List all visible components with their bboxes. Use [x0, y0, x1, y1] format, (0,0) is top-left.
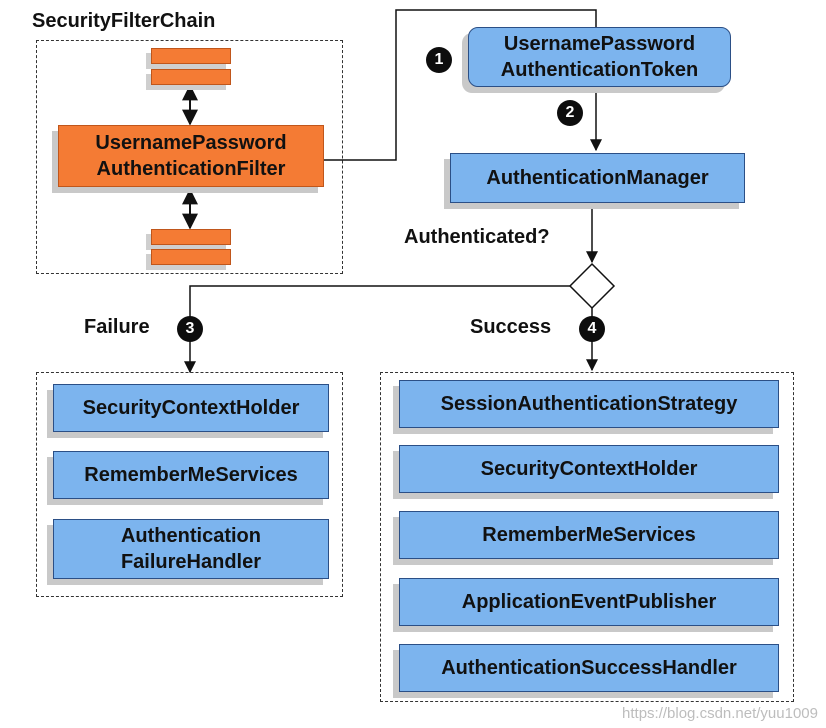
username-password-authentication-filter[interactable]: UsernamePassword AuthenticationFilter — [58, 125, 324, 187]
filter-label-line1: UsernamePassword — [95, 132, 287, 154]
failure-handler-line1: Authentication — [120, 525, 261, 547]
security-filter-chain-container — [36, 40, 343, 274]
token-label-line1: UsernamePassword — [503, 33, 696, 55]
chain-filter-bar — [151, 48, 231, 64]
step-badge-3: 3 — [177, 316, 203, 342]
step-badge-1: 1 — [426, 47, 452, 73]
failure-label: Failure — [84, 316, 150, 338]
authentication-manager[interactable]: AuthenticationManager — [450, 153, 745, 203]
success-item-label: SessionAuthenticationStrategy — [440, 393, 738, 415]
application-event-publisher[interactable]: ApplicationEventPublisher — [399, 578, 779, 626]
success-label: Success — [470, 316, 552, 338]
success-item-label: ApplicationEventPublisher — [461, 591, 717, 613]
decision-diamond — [568, 262, 616, 310]
session-authentication-strategy[interactable]: SessionAuthenticationStrategy — [399, 380, 779, 428]
success-remember-me-services[interactable]: RememberMeServices — [399, 511, 779, 559]
failure-item-label: SecurityContextHolder — [82, 397, 300, 419]
failure-item-label: RememberMeServices — [84, 464, 298, 486]
success-item-label: AuthenticationSuccessHandler — [441, 657, 737, 679]
success-item-label: RememberMeServices — [482, 524, 696, 546]
chain-filter-bar — [151, 229, 231, 245]
manager-label: AuthenticationManager — [486, 167, 709, 189]
failure-branch-line — [184, 285, 570, 374]
authentication-failure-handler[interactable]: Authentication FailureHandler — [53, 519, 329, 579]
success-security-context-holder[interactable]: SecurityContextHolder — [399, 445, 779, 493]
filter-label-line2: AuthenticationFilter — [96, 158, 286, 180]
step-badge-4: 4 — [579, 316, 605, 342]
token-label-line2: AuthenticationToken — [500, 59, 699, 81]
watermark-text: https://blog.csdn.net/yuu1009 — [622, 705, 818, 722]
failure-handlers-container — [36, 372, 343, 597]
step-badge-2: 2 — [557, 100, 583, 126]
authenticated-question-label: Authenticated? — [404, 226, 550, 248]
chain-filter-bar — [151, 249, 231, 265]
failure-handler-line2: FailureHandler — [120, 551, 262, 573]
username-password-authentication-token[interactable]: UsernamePassword AuthenticationToken — [468, 27, 731, 87]
authentication-success-handler[interactable]: AuthenticationSuccessHandler — [399, 644, 779, 692]
chain-filter-bar — [151, 69, 231, 85]
success-handlers-container — [380, 372, 794, 702]
failure-remember-me-services[interactable]: RememberMeServices — [53, 451, 329, 499]
security-filter-chain-title: SecurityFilterChain — [32, 10, 216, 32]
success-item-label: SecurityContextHolder — [480, 458, 698, 480]
failure-security-context-holder[interactable]: SecurityContextHolder — [53, 384, 329, 432]
